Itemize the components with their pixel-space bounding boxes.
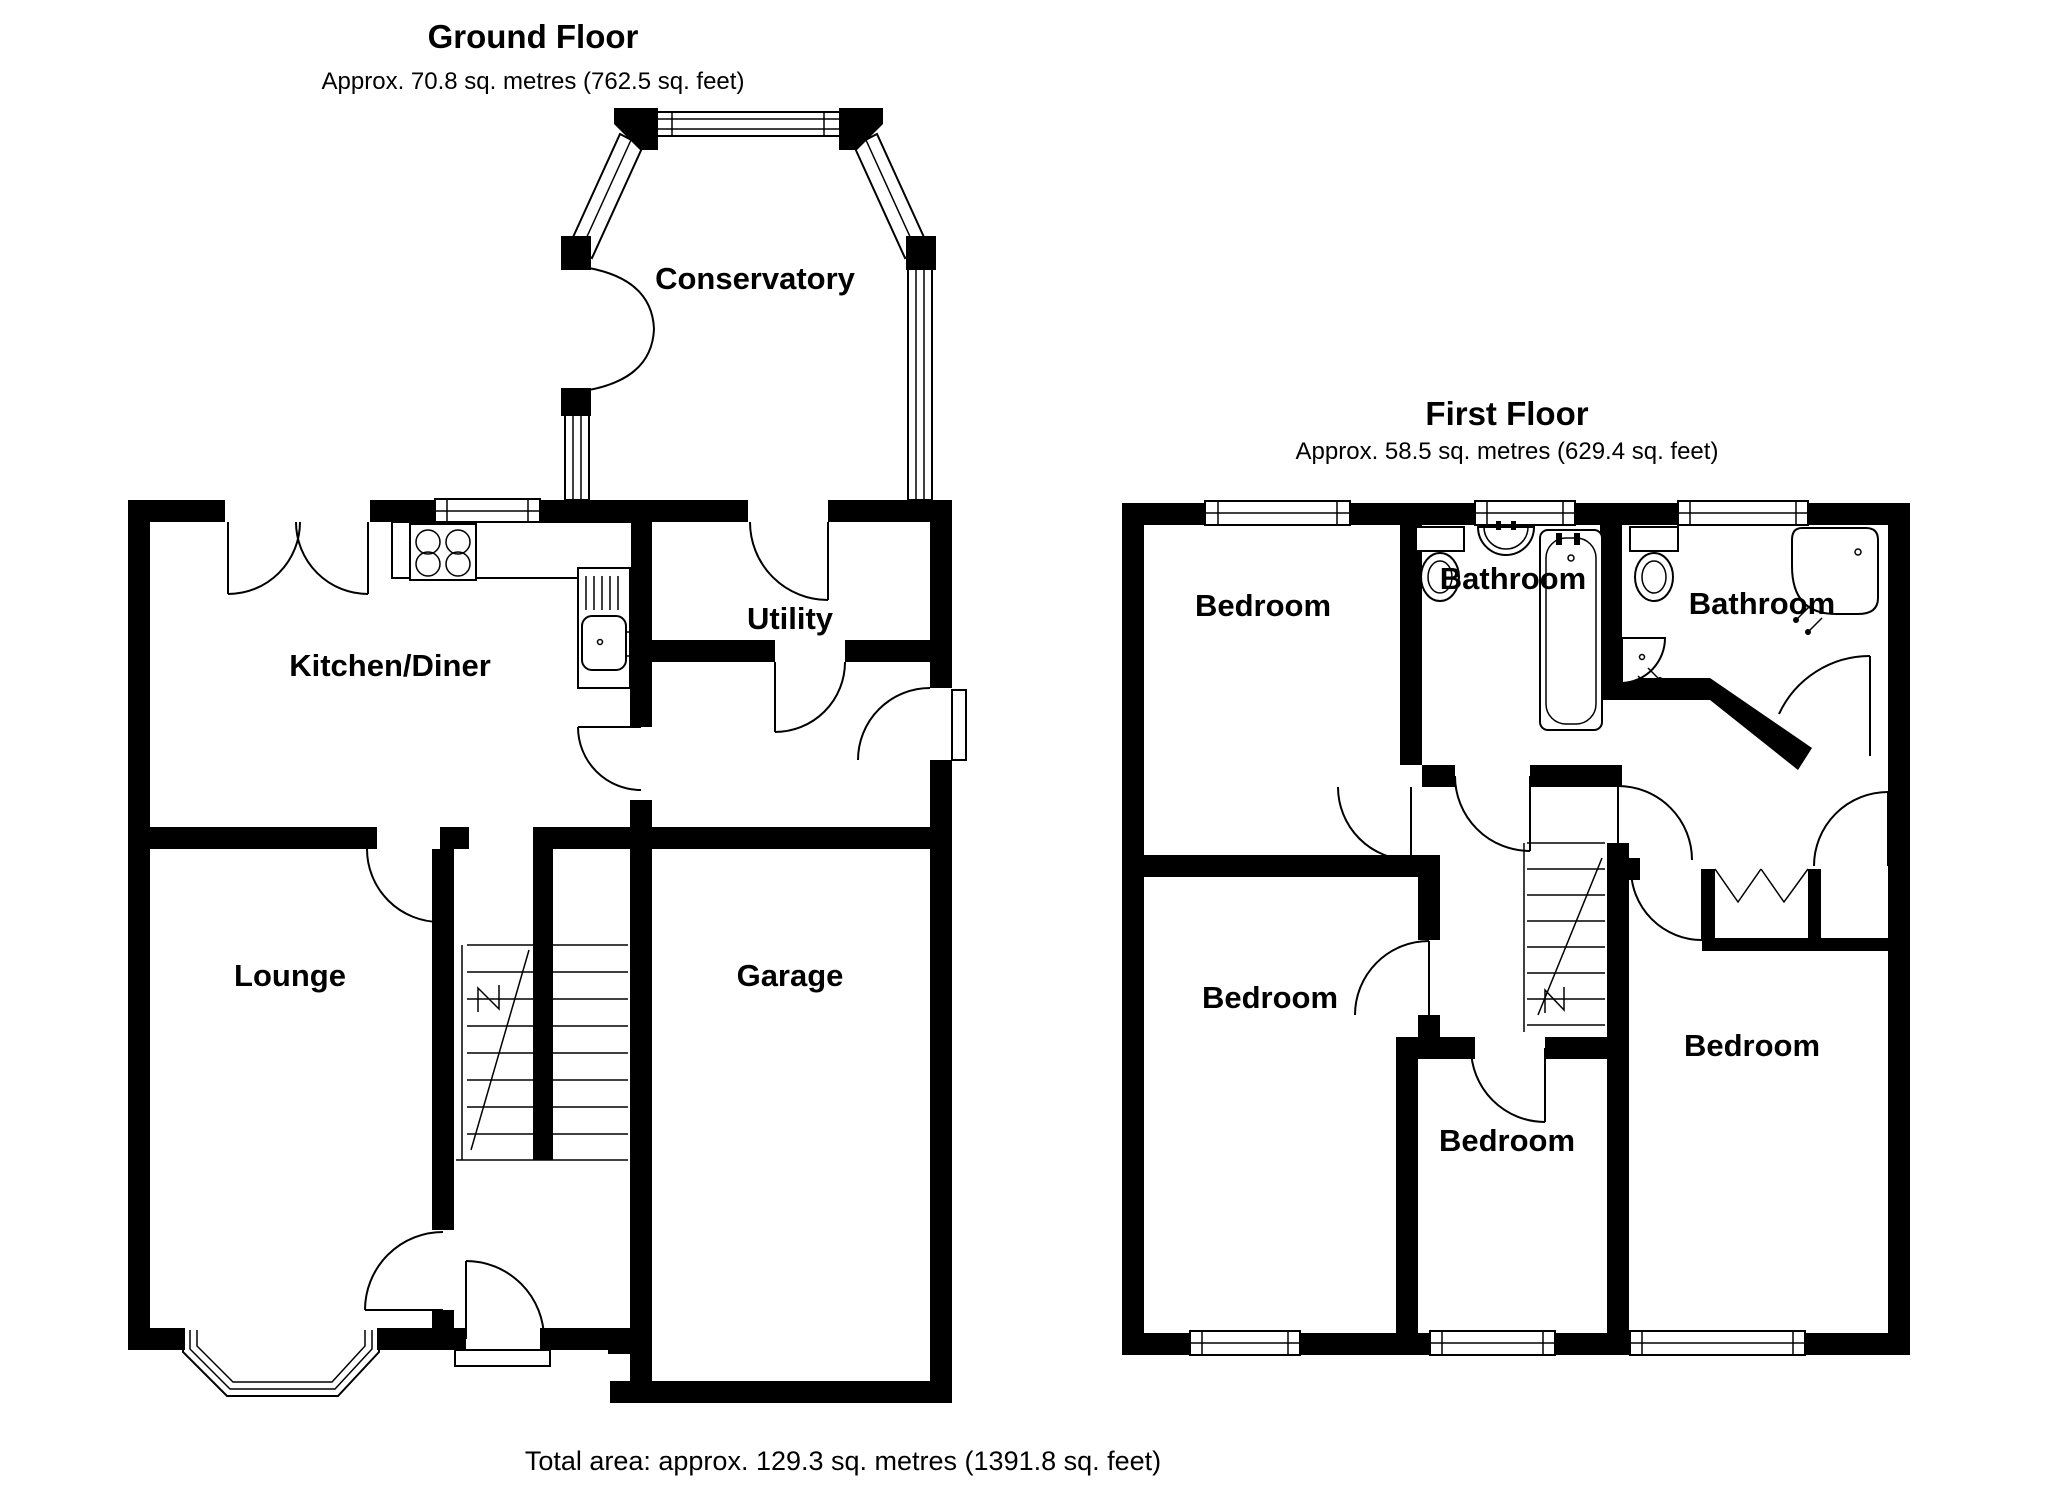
bedroom2-window <box>1189 1330 1301 1356</box>
utility-door <box>749 521 829 601</box>
bedroom4-window <box>1429 1330 1556 1356</box>
bathroom2-window <box>1677 500 1809 526</box>
wardrobe <box>1702 791 1889 951</box>
lounge-door-bottom <box>364 1231 444 1311</box>
staircase-first <box>1523 842 1605 1032</box>
kitchen-window <box>434 498 541 524</box>
bathroom1-window <box>1474 500 1576 526</box>
conservatory-window-right-side <box>907 244 933 501</box>
room-label-bedroom-1: Bedroom <box>1195 588 1331 623</box>
kitchen-sink <box>577 567 643 689</box>
first-floor-walls <box>1122 503 1910 1355</box>
room-label-bedroom-3: Bedroom <box>1684 1028 1820 1063</box>
kitchen-hall-door <box>577 726 642 791</box>
landing-corridor-door <box>1617 785 1693 861</box>
room-label-conservatory: Conservatory <box>655 261 856 296</box>
bathroom1-toilet <box>1415 526 1465 602</box>
kitchen-double-door <box>227 521 369 595</box>
conservatory-window-left <box>564 244 590 501</box>
bathtub <box>1539 529 1603 731</box>
conservatory-french-doors <box>588 267 655 391</box>
room-label-garage: Garage <box>737 958 844 993</box>
conservatory-corner-posts <box>561 108 936 416</box>
bedroom4-door <box>1470 1047 1546 1123</box>
staircase-ground <box>456 944 628 1161</box>
bedroom1-window <box>1204 500 1351 526</box>
bathroom2-toilet <box>1629 526 1679 602</box>
first-floor-plan: First Floor Approx. 58.5 sq. metres (629… <box>1122 395 1910 1356</box>
total-area-text: Total area: approx. 129.3 sq. metres (13… <box>525 1446 1161 1476</box>
corridor-door <box>774 661 846 733</box>
room-label-kitchen-diner: Kitchen/Diner <box>289 648 491 683</box>
conservatory-structure <box>561 108 936 501</box>
room-label-utility: Utility <box>747 601 834 636</box>
ground-floor-title: Ground Floor <box>428 18 639 55</box>
bedroom3-window <box>1629 1330 1806 1356</box>
corner-bath <box>1791 527 1879 635</box>
bedroom3-door <box>1630 868 1703 941</box>
room-label-bedroom-4: Bedroom <box>1439 1123 1575 1158</box>
room-label-bathroom-1: Bathroom <box>1440 561 1586 596</box>
bedroom2-door <box>1354 940 1430 1016</box>
bathroom1-basin <box>1476 521 1536 556</box>
ground-floor-walls <box>128 500 952 1403</box>
bathroom2-corner-basin <box>1621 637 1667 691</box>
front-door <box>454 1260 551 1367</box>
room-label-bathroom-2: Bathroom <box>1689 586 1835 621</box>
first-floor-title: First Floor <box>1425 395 1588 432</box>
bay-window <box>182 1330 380 1397</box>
bathroom2-door <box>1778 654 1871 756</box>
hob <box>409 523 477 581</box>
room-label-lounge: Lounge <box>234 958 346 993</box>
bathroom1-door <box>1454 775 1531 852</box>
bedroom1-door <box>1337 786 1412 861</box>
rear-exterior-door <box>857 687 967 761</box>
ground-floor-plan: Ground Floor Approx. 70.8 sq. metres (76… <box>128 18 967 1403</box>
first-floor-area: Approx. 58.5 sq. metres (629.4 sq. feet) <box>1296 438 1719 465</box>
room-label-bedroom-2: Bedroom <box>1202 980 1338 1015</box>
ground-floor-area: Approx. 70.8 sq. metres (762.5 sq. feet) <box>322 68 745 95</box>
lounge-door-top <box>366 848 441 923</box>
conservatory-window-top <box>654 111 841 137</box>
